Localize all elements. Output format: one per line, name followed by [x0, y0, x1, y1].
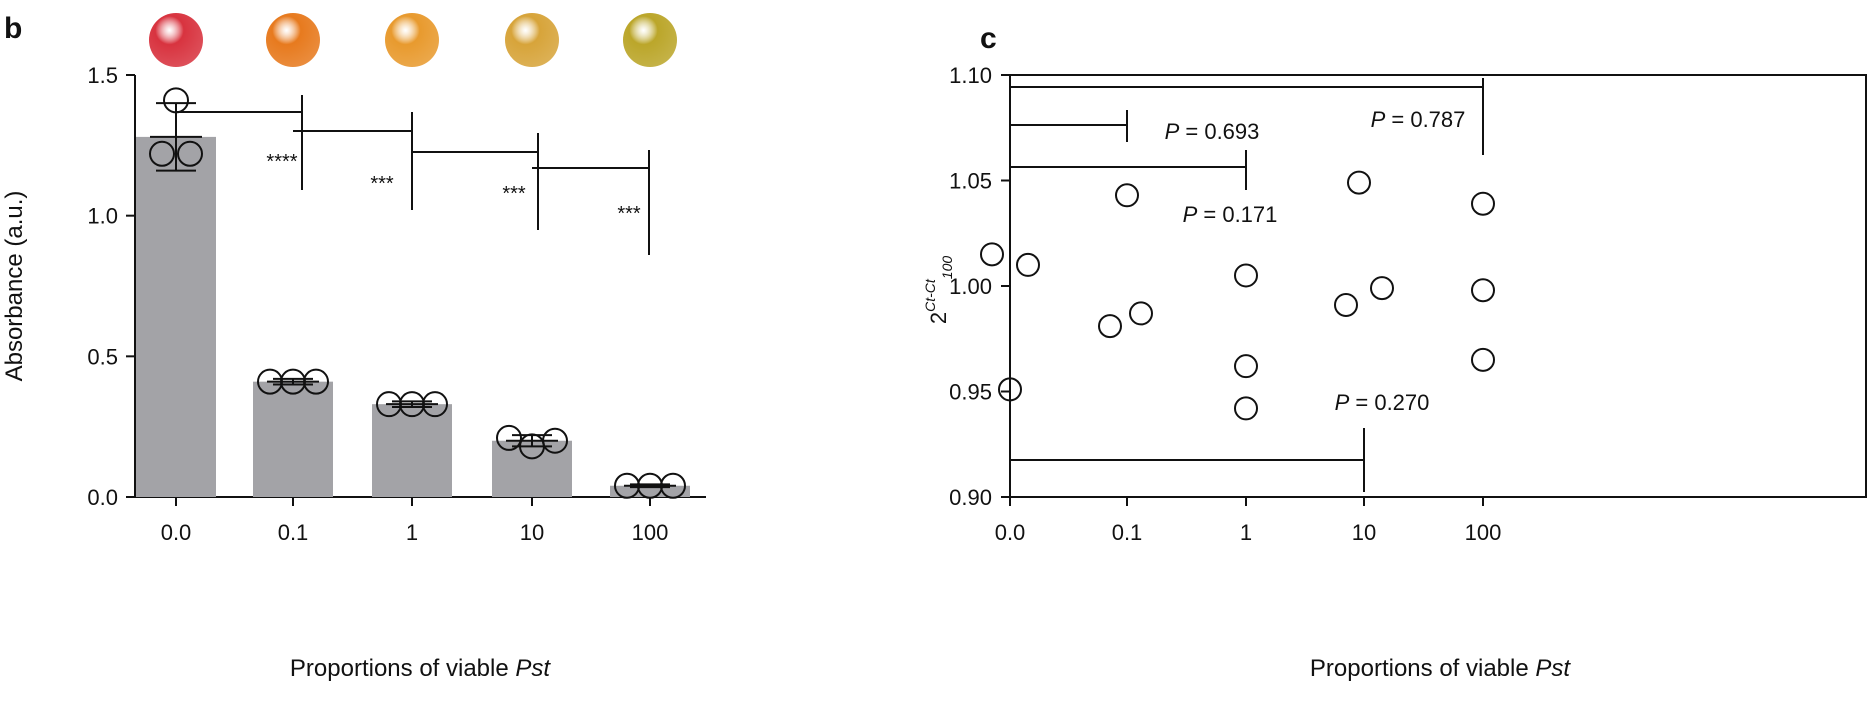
c-x-tick-label: 0.0 [995, 520, 1026, 545]
color-bead-1 [266, 13, 320, 67]
c-y-tick-label: 1.10 [949, 63, 992, 88]
data-point [1471, 191, 1495, 216]
c-y-tick-label: 0.95 [949, 380, 992, 405]
panel-c-label: c [980, 22, 997, 55]
p-value-label: P = 0.270 [1335, 390, 1430, 415]
data-point [1115, 183, 1139, 208]
panel-c-scatter-chart: 0.90 0.95 1.00 1.05 1.10 0.0 0.1 1 10 100 P = 0.… [922, 63, 1867, 682]
c-x-axis-label: Proportions of viable Pst [1310, 655, 1571, 682]
data-point [177, 140, 203, 167]
b-x-tick-label: 100 [632, 520, 669, 545]
p-value-label: P = 0.171 [1183, 202, 1278, 227]
color-bead-4 [623, 13, 677, 67]
data-point [496, 424, 522, 451]
data-point [149, 140, 175, 167]
data-point [1234, 396, 1258, 421]
c-plot-frame [1009, 74, 1867, 498]
b-x-tick-label: 0.0 [161, 520, 192, 545]
b-y-tick-label: 1.0 [87, 204, 118, 229]
data-point [1098, 314, 1122, 339]
data-point [1471, 278, 1495, 303]
data-point [1334, 292, 1358, 317]
data-point [303, 368, 329, 395]
color-beads [149, 13, 677, 67]
color-bead-3 [505, 13, 559, 67]
significance-label: **** [266, 151, 297, 173]
significance-label: *** [370, 173, 394, 195]
significance-label: *** [502, 183, 526, 205]
bar-0.1 [253, 381, 333, 497]
b-x-tick-label: 0.1 [278, 520, 309, 545]
b-x-tick-label: 10 [520, 520, 544, 545]
color-bead-0 [149, 13, 203, 67]
c-x-tick-label: 10 [1352, 520, 1376, 545]
data-point [1471, 347, 1495, 372]
c-y-tick-label: 1.05 [949, 169, 992, 194]
data-point [542, 427, 568, 454]
c-y-axis-label: 2Ct-Ct100 [922, 256, 955, 324]
panel-b-label: b [4, 12, 22, 45]
c-y-tick-label: 1.00 [949, 274, 992, 299]
b-y-tick-label: 0.5 [87, 344, 118, 369]
data-point [1234, 354, 1258, 379]
c-x-tick-label: 0.1 [1112, 520, 1143, 545]
b-x-axis-label: Proportions of viable Pst [290, 655, 551, 682]
b-x-tick-label: 1 [406, 520, 418, 545]
data-point [660, 472, 686, 499]
data-point [1370, 276, 1394, 301]
p-value-label: P = 0.787 [1371, 107, 1466, 132]
b-y-tick-label: 0.0 [87, 485, 118, 510]
data-point [422, 391, 448, 418]
data-point [1347, 170, 1371, 195]
data-point [1129, 301, 1153, 326]
bar-1 [372, 404, 452, 497]
c-x-tick-label: 100 [1465, 520, 1502, 545]
data-point [1234, 263, 1258, 288]
data-point [1016, 252, 1040, 277]
bar-0.0 [136, 136, 216, 498]
c-y-tick-label: 0.90 [949, 485, 992, 510]
b-y-axis-label: Absorbance (a.u.) [1, 191, 28, 382]
bar-100 [610, 485, 690, 497]
p-value-label: P = 0.693 [1165, 119, 1260, 144]
significance-label: *** [617, 203, 641, 225]
color-bead-2 [385, 13, 439, 67]
b-y-tick-label: 1.5 [87, 63, 118, 88]
c-x-tick-label: 1 [1240, 520, 1252, 545]
data-point [998, 377, 1022, 402]
data-point [980, 242, 1004, 267]
